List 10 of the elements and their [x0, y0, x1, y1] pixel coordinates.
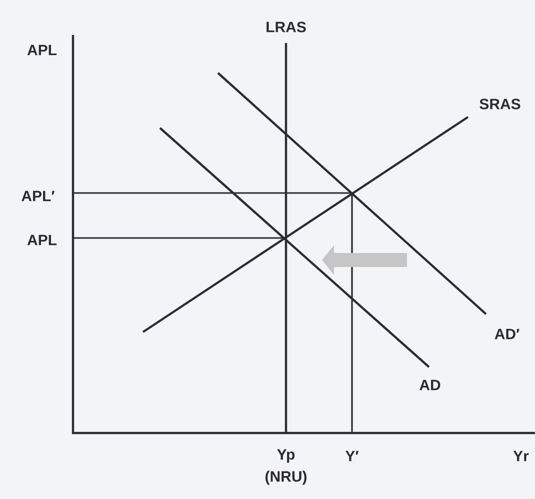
curve-label: AD′ [494, 328, 520, 340]
curve-label: SRAS [480, 98, 520, 110]
price-label: APL [27, 234, 57, 246]
price-label: APL′ [22, 190, 55, 202]
axis-label: APL [27, 44, 57, 56]
curve-label: LRAS [266, 22, 306, 32]
axis-label: Yr [513, 450, 529, 462]
output-label: Yp (NRU) [266, 449, 306, 485]
curve-label: AD [420, 380, 440, 390]
output-label: Y′ [345, 450, 359, 462]
